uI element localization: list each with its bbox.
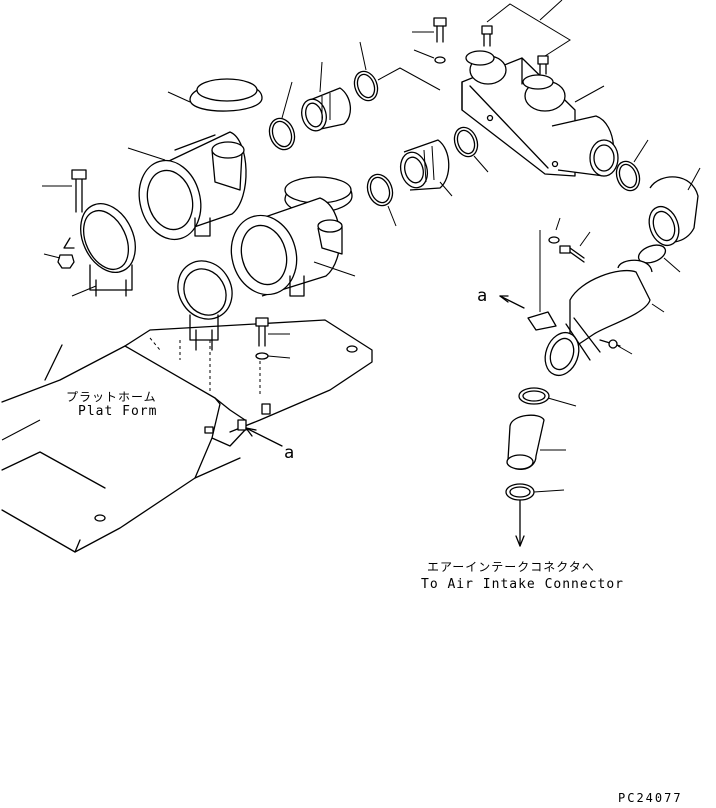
middle-hose-row <box>366 126 489 227</box>
lower-band-clamp <box>177 260 291 360</box>
destination-label-japanese: エアーインテークコネクタへ <box>427 560 595 574</box>
upper-hose-row <box>268 41 379 151</box>
drawing-code: PC24077 <box>618 791 683 805</box>
air-cleaner-middle <box>230 176 356 297</box>
callout-a-upper: a <box>477 286 488 306</box>
right-elbow <box>615 139 701 273</box>
callout-a-lower: a <box>284 443 295 463</box>
platform <box>1 319 373 553</box>
intake-manifold <box>377 0 619 177</box>
lower-duct <box>499 217 665 377</box>
destination-label-english: To Air Intake Connector <box>421 577 625 592</box>
callout-arrow-lower <box>245 427 283 447</box>
left-band-bracket <box>42 169 136 297</box>
platform-label-english: Plat Form <box>78 404 158 419</box>
platform-label-japanese: プラットホーム <box>66 390 157 404</box>
air-cleaner-upper <box>127 78 263 241</box>
lower-hose-chain <box>505 387 577 547</box>
